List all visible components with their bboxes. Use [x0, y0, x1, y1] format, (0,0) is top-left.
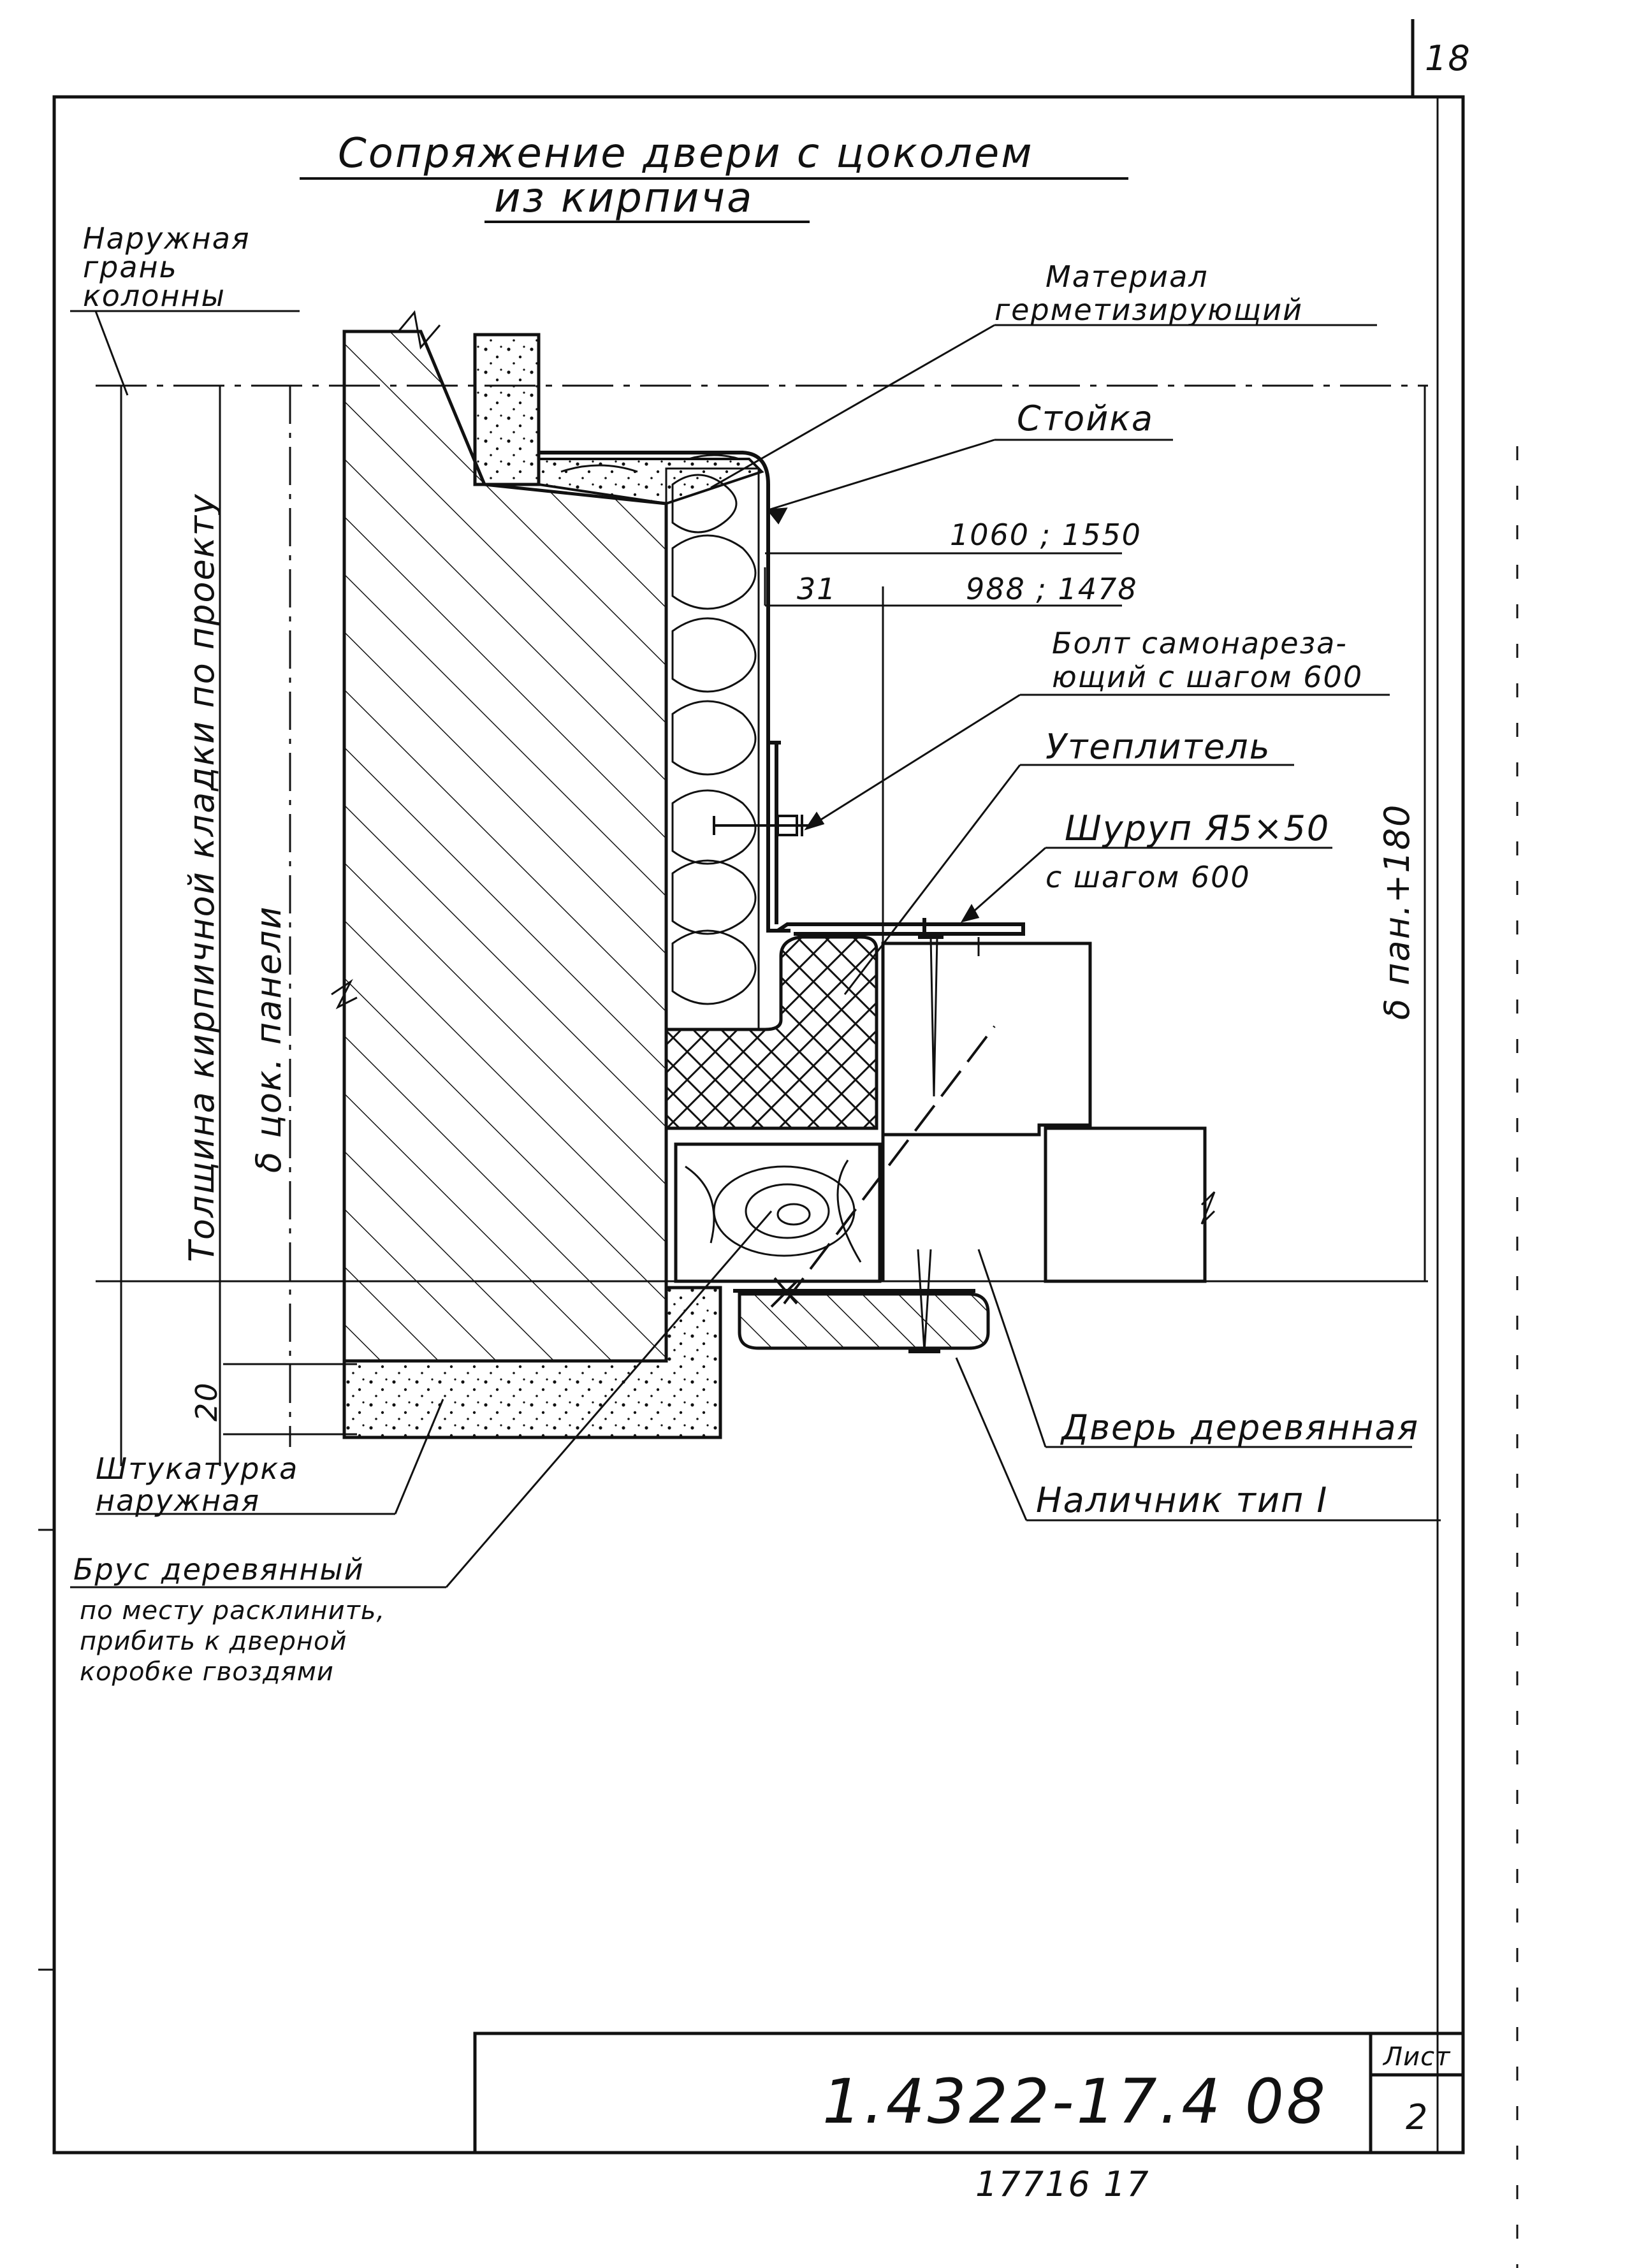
beam-label-4: коробке гвоздями — [80, 1657, 334, 1687]
footer-number: 17716 17 — [975, 2164, 1150, 2204]
door-label: Дверь деревянная — [1060, 1407, 1419, 1448]
brick-thickness-label: Толщина кирпичной кладки по проекту — [182, 493, 222, 1262]
plaster-label-2: наружная — [96, 1483, 260, 1518]
panel-thickness-label: δ пан.+180 — [1377, 804, 1417, 1020]
sealant-label-1: Материал — [1046, 259, 1209, 294]
outer-face-label-3: колонны — [83, 279, 226, 313]
plinth-panel-label: δ цок. панели — [249, 906, 289, 1173]
sheet-number: 2 — [1406, 2097, 1429, 2137]
dim-20-label: 20 — [189, 1381, 224, 1421]
fasteners — [770, 918, 996, 1353]
casing-label: Наличник тип I — [1036, 1480, 1328, 1520]
self-tapping-bolt — [713, 815, 810, 836]
screw-label-2: с шагом 600 — [1046, 860, 1251, 894]
post-label: Стойка — [1017, 398, 1154, 439]
steel-post — [539, 451, 1025, 936]
sealant-label-2: герметизирующий — [994, 293, 1303, 327]
outer-face-label-2: грань — [83, 250, 178, 284]
drawing-code: 1.4322-17.4 08 — [822, 2066, 1328, 2137]
bolt-label-1: Болт самонарезa- — [1052, 626, 1348, 660]
drawing-title: Сопряжение двери с цоколем из кирпича — [300, 130, 1128, 223]
beam-label-3: прибить к дверной — [80, 1627, 347, 1656]
door-casing — [733, 1289, 990, 1350]
door-frame — [881, 937, 1216, 1283]
leader-lines — [70, 310, 1441, 1588]
outer-face-label-1: Наружная — [83, 221, 251, 256]
dim-1060-label: 1060 ; 1550 — [950, 518, 1142, 552]
screw-label-1: Шуруп Я5×50 — [1065, 808, 1330, 848]
bolt-label-2: ющий с шагом 600 — [1052, 660, 1363, 694]
callout-labels: Наружная грань колонны Материал герметиз… — [73, 221, 1419, 1687]
plaster-label-1: Штукатурка — [96, 1451, 298, 1486]
sheet-label: Лист — [1382, 2042, 1451, 2072]
title-block — [473, 2032, 1465, 2155]
dim-31-label: 31 — [797, 572, 837, 606]
wooden-beam — [674, 1142, 882, 1283]
corner-number: 18 — [1425, 38, 1471, 78]
plaster-layer — [342, 333, 764, 1439]
dim-988-label: 988 ; 1478 — [966, 572, 1138, 606]
sealant-filler — [664, 935, 878, 1130]
title-line-1: Сопряжение двери с цоколем — [338, 130, 1034, 177]
title-line-2: из кирпича — [494, 175, 754, 222]
insulation-label: Утеплитель — [1046, 727, 1271, 767]
beam-label-1: Брус деревянный — [73, 1552, 365, 1587]
beam-label-2: по месту расклинить, — [80, 1596, 385, 1625]
